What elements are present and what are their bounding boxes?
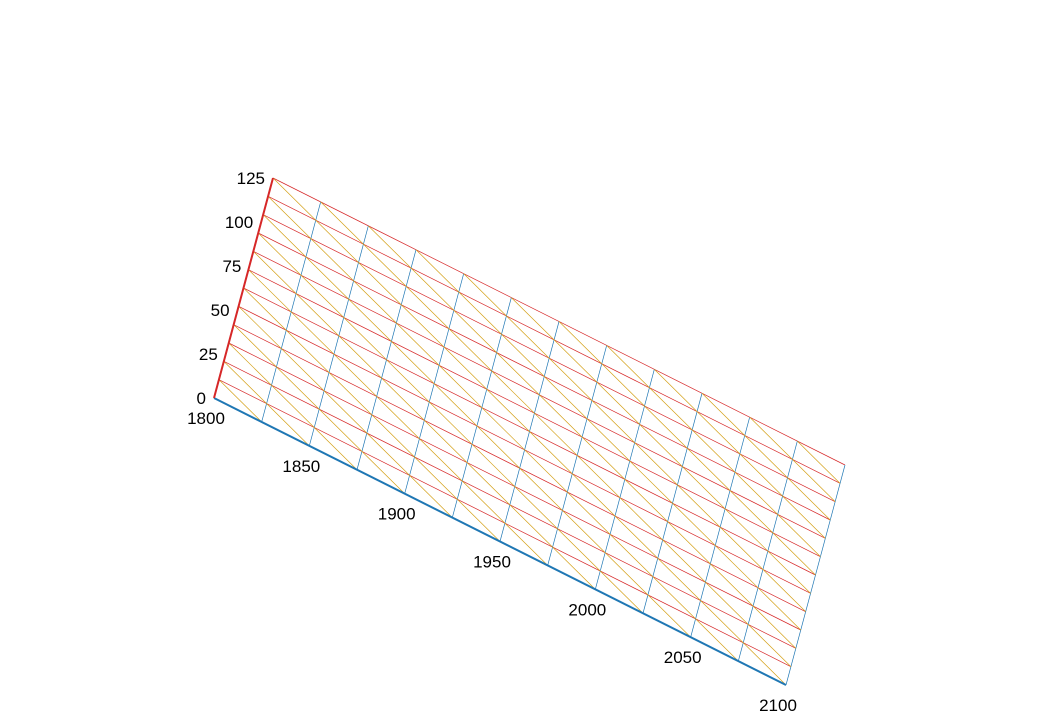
grid-line-c (243, 287, 501, 542)
b-axis-tick-label: 50 (211, 301, 230, 320)
grid-line-c (368, 225, 797, 649)
a-axis-tick-label: 1950 (473, 553, 511, 572)
a-axis-tick-label: 2100 (759, 696, 797, 715)
axis-a (213, 397, 787, 686)
tick-labels: 1800 1850 1900 1950 2000 2050 2100 0 25 50 75 100 12… (187, 169, 797, 715)
grid-lines (218, 177, 846, 686)
grid-line-c (248, 269, 548, 566)
grid-line-c (262, 214, 691, 638)
grid-line-c (233, 324, 405, 494)
grid-line-c (797, 440, 841, 484)
grid-line-c (463, 273, 806, 612)
grid-line-c (701, 393, 831, 521)
grid-line-c (258, 232, 644, 614)
b-axis-tick-label: 75 (222, 257, 241, 276)
grid-line-c (228, 342, 358, 470)
a-axis-tick-label: 1800 (187, 409, 225, 428)
axis-b (213, 177, 274, 399)
a-axis-tick-label: 1850 (282, 457, 320, 476)
grid-line-c (749, 416, 836, 502)
a-axis-tick-label: 2050 (664, 648, 702, 667)
grid-line-c (320, 201, 792, 667)
grid-line-c (606, 345, 821, 557)
a-axis-tick-label: 2000 (568, 600, 606, 619)
grid-line-c (415, 249, 801, 631)
b-axis-tick-label: 25 (199, 345, 218, 364)
grid-line-c (511, 297, 811, 594)
grid-line-c (267, 196, 739, 662)
b-axis-tick-label: 100 (225, 213, 253, 232)
grid-line-c (558, 321, 816, 576)
grid-line-c (253, 251, 596, 590)
grid-line-c (218, 379, 262, 423)
grid-line-c (238, 306, 453, 518)
a-axis-tick-label: 1900 (378, 505, 416, 524)
grid-line-c (272, 177, 787, 686)
b-axis-tick-label: 0 (197, 389, 206, 408)
grid-line-c (223, 361, 310, 447)
axis-lines (213, 177, 787, 686)
b-axis-tick-label: 125 (237, 169, 265, 188)
grid-line-c (654, 369, 826, 539)
